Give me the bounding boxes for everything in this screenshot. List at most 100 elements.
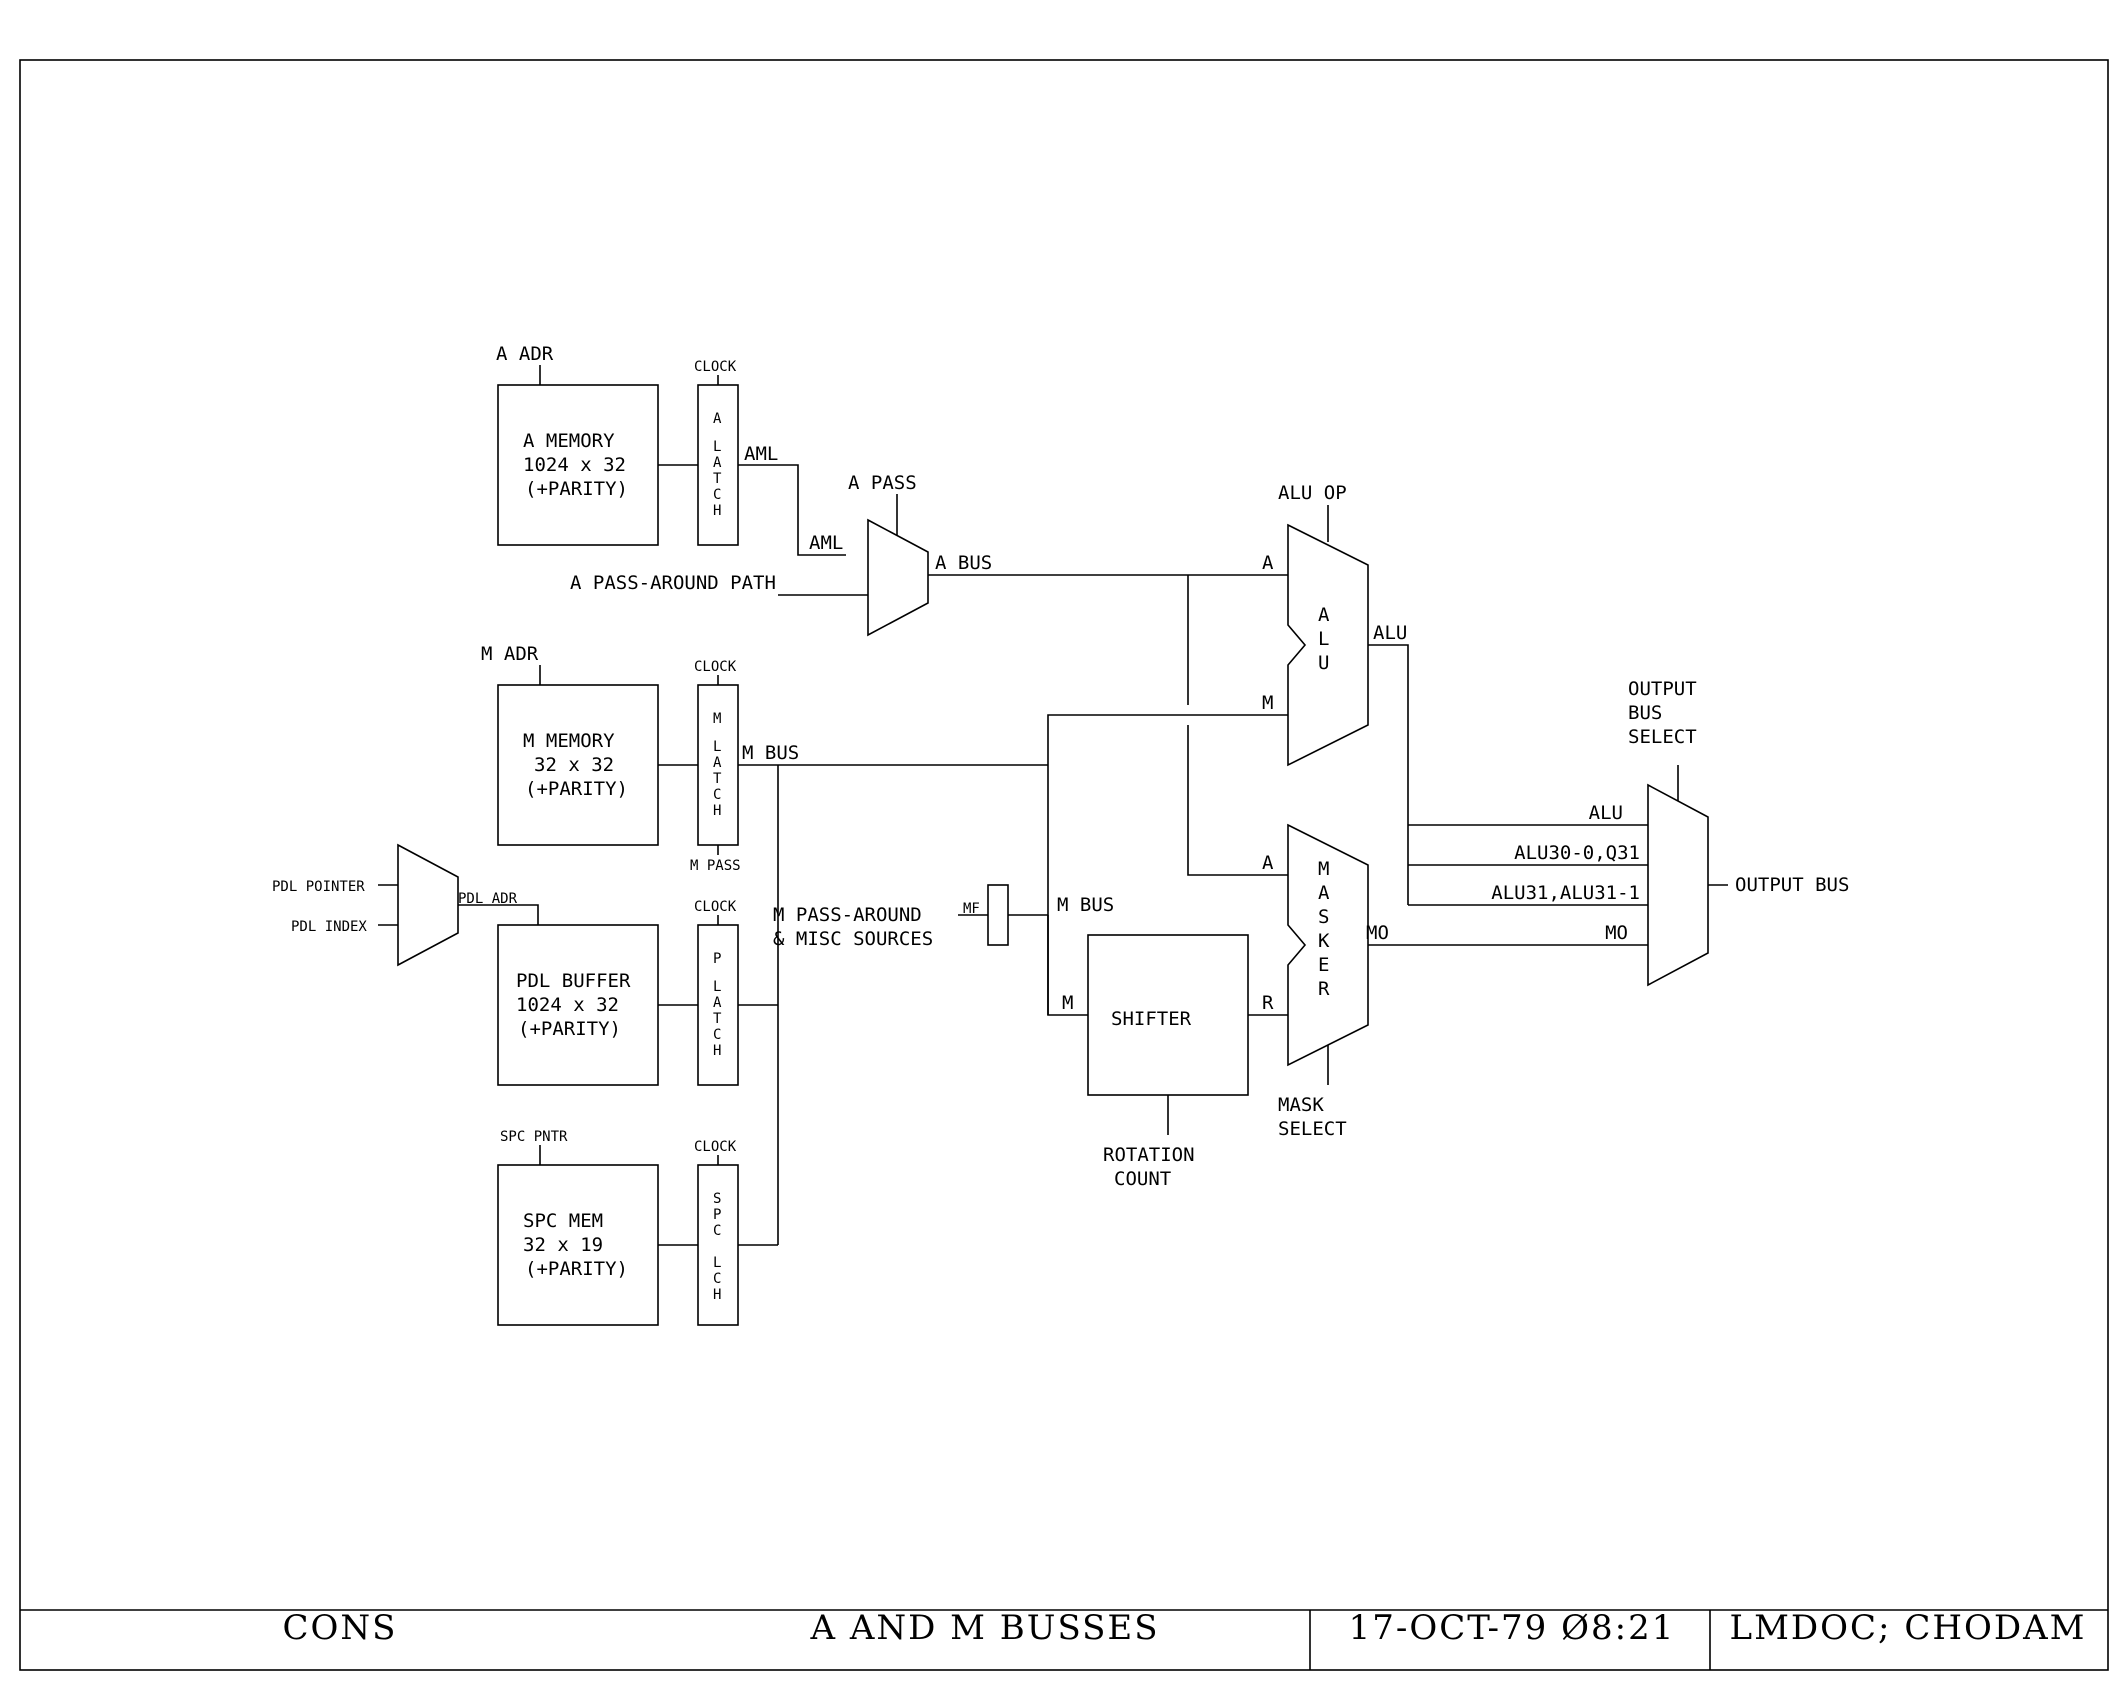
title-block-project: CONS <box>283 1608 398 1648</box>
m-bus-to-shifter-wire <box>1047 915 1088 1016</box>
rotation-label: ROTATION <box>1103 1144 1195 1166</box>
spc-latch-letters: S P C L C H <box>713 1191 721 1303</box>
select-label-output: SELECT <box>1628 726 1697 748</box>
pdl-buffer-parity: (+PARITY) <box>518 1018 621 1040</box>
a-pass-label: A PASS <box>848 472 917 494</box>
spc-latch-letter: H <box>713 1287 721 1303</box>
a-bus-label: A BUS <box>935 552 992 574</box>
a-latch-letter: T <box>713 471 722 487</box>
mux-input-alu30-label: ALU30-0,Q31 <box>1514 842 1640 864</box>
title-block-file: LMDOC; CHODAM <box>1730 1608 2087 1648</box>
masker-output-label: MO <box>1366 922 1389 944</box>
shifter-block <box>1087 934 1249 1096</box>
a-latch-letter: A <box>713 455 722 471</box>
a-latch-letter: L <box>713 439 721 455</box>
masker-letter: E <box>1318 954 1329 976</box>
shifter-label: SHIFTER <box>1111 1008 1192 1030</box>
output-bus-mux <box>1647 783 1709 987</box>
m-latch-letters: M L A T C H <box>713 711 722 819</box>
m-latch-letter: A <box>713 755 722 771</box>
mf-register <box>987 884 1009 946</box>
m-latch-letter: M <box>713 711 721 727</box>
mf-label: MF <box>963 901 980 917</box>
a-latch-clock-label: CLOCK <box>694 359 737 375</box>
spc-mem-size: 32 x 19 <box>523 1234 603 1256</box>
a-adr-label: A ADR <box>496 343 554 365</box>
spc-latch-letter: S <box>713 1191 721 1207</box>
pdl-adr-wire <box>458 904 539 925</box>
a-latch-letter: H <box>713 503 721 519</box>
p-latch-letter: H <box>713 1043 721 1059</box>
m-latch-letter: H <box>713 803 721 819</box>
a-latch-letters: A L A T C H <box>713 411 722 519</box>
alu-letter: U <box>1318 652 1329 674</box>
a-latch-letter: C <box>713 487 721 503</box>
m-bus-label-2: M BUS <box>1057 894 1114 916</box>
title-block-title: A AND M BUSSES <box>809 1608 1159 1648</box>
a-memory-parity: (+PARITY) <box>525 478 628 500</box>
m-latch-letter: L <box>713 739 721 755</box>
alu-letter: A <box>1318 604 1330 626</box>
alu-output-label: ALU <box>1373 622 1407 644</box>
spc-latch-clock-label: CLOCK <box>694 1139 737 1155</box>
m-latch-clock-label: CLOCK <box>694 659 737 675</box>
alu-output-wire <box>1368 644 1409 905</box>
spc-mem-block <box>497 1164 659 1326</box>
a-memory-block <box>497 384 659 546</box>
masker-letter: K <box>1318 930 1330 952</box>
output-bus-label: OUTPUT BUS <box>1735 874 1849 896</box>
sheet-border <box>19 59 2109 1671</box>
aml-wire <box>738 464 846 556</box>
m-latch-letter: T <box>713 771 722 787</box>
masker-port-a-label: A <box>1262 852 1274 874</box>
mux-input-alu31-label: ALU31,ALU31-1 <box>1491 882 1640 904</box>
spc-mem-name: SPC MEM <box>523 1210 603 1232</box>
a-memory-name: A MEMORY <box>523 430 615 452</box>
pdl-adr-label: PDL ADR <box>458 891 518 907</box>
p-latch-letter: A <box>713 995 722 1011</box>
pdl-buffer-name: PDL BUFFER <box>516 970 631 992</box>
p-latch-letters: P L A T C H <box>713 951 722 1059</box>
pdl-pointer-label: PDL POINTER <box>272 879 365 895</box>
alu-op-label: ALU OP <box>1278 482 1347 504</box>
masker-letter: R <box>1318 978 1330 1000</box>
m-bus-label: M BUS <box>742 742 799 764</box>
aml-label-2: AML <box>809 532 843 554</box>
count-label: COUNT <box>1114 1168 1171 1190</box>
alu-port-a-label: A <box>1262 552 1274 574</box>
mask-label: MASK <box>1278 1094 1324 1116</box>
a-latch-letter: A <box>713 411 722 427</box>
pdl-index-label: PDL INDEX <box>291 919 367 935</box>
a-memory-size: 1024 x 32 <box>523 454 626 476</box>
masker-port-r-label: R <box>1262 992 1274 1014</box>
pdl-buffer-size: 1024 x 32 <box>516 994 619 1016</box>
aml-label-1: AML <box>744 443 778 465</box>
m-memory-size: 32 x 32 <box>534 754 614 776</box>
spc-latch-block <box>697 1164 739 1326</box>
spc-pntr-label: SPC PNTR <box>500 1129 568 1145</box>
p-latch-letter: P <box>713 951 721 967</box>
mux-input-alu-label: ALU <box>1589 802 1623 824</box>
spc-latch-letter: C <box>713 1271 721 1287</box>
m-memory-parity: (+PARITY) <box>525 778 628 800</box>
mux-input-mo-label: MO <box>1605 922 1628 944</box>
p-latch-letter: C <box>713 1027 721 1043</box>
p-latch-clock-label: CLOCK <box>694 899 737 915</box>
masker-letter: A <box>1318 882 1330 904</box>
alu-port-m-label: M <box>1262 692 1273 714</box>
spc-latch-letter: P <box>713 1207 721 1223</box>
misc-sources-label: & MISC SOURCES <box>773 928 933 950</box>
m-adr-label: M ADR <box>481 643 539 665</box>
bus-label: BUS <box>1628 702 1662 724</box>
output-label: OUTPUT <box>1628 678 1697 700</box>
masker-letter: S <box>1318 906 1329 928</box>
m-latch-letter: C <box>713 787 721 803</box>
p-latch-block <box>697 924 739 1086</box>
spc-mem-parity: (+PARITY) <box>525 1258 628 1280</box>
pdl-buffer-block <box>497 924 659 1086</box>
m-pass-label: M PASS <box>690 858 741 874</box>
a-pass-mux <box>867 518 929 637</box>
m-memory-name: M MEMORY <box>523 730 615 752</box>
